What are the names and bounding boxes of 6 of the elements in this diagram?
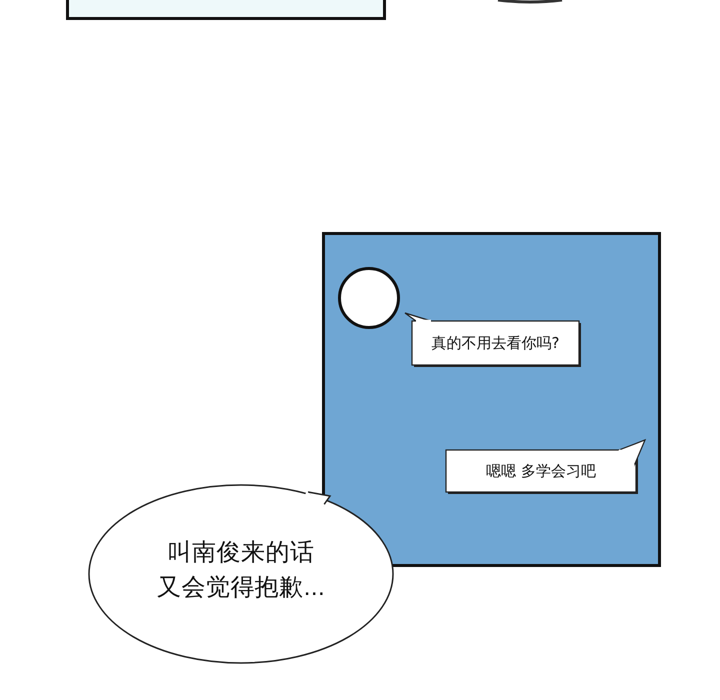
speech-bubble [444, 438, 648, 494]
speech-text: 叫南俊来的话又会觉得抱歉... [156, 538, 326, 603]
speech-bubble [403, 311, 581, 367]
speech-text: 嗯嗯 多学会习吧 [485, 461, 597, 482]
speech-text: 真的不用去看你吗? [430, 333, 560, 354]
comic-panel [322, 232, 661, 567]
